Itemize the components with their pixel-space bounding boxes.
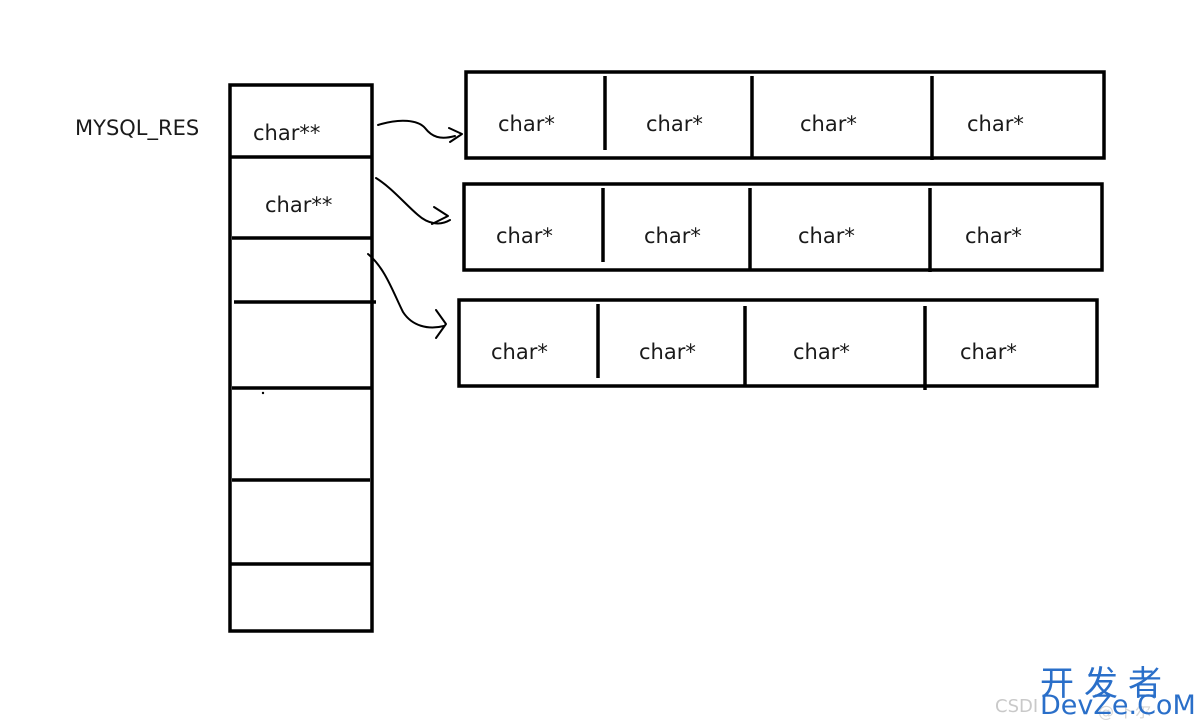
pointer-array-border xyxy=(228,83,374,633)
stray-dot xyxy=(261,391,265,395)
arrow-row-2 xyxy=(375,177,451,225)
row-cell-label: char* xyxy=(644,224,701,248)
row-cell-label: char* xyxy=(967,112,1024,136)
row-cell-label: char* xyxy=(800,112,857,136)
pointer-cell-label: char** xyxy=(265,193,332,217)
row-array xyxy=(462,182,1104,272)
arrowhead-row-1 xyxy=(448,127,463,143)
watermark-en: DevZe.CoM xyxy=(1040,690,1196,721)
pointer-cell-label: char** xyxy=(253,121,320,145)
row-cell-label: char* xyxy=(646,112,703,136)
pointer-arrows xyxy=(367,119,463,339)
arrow-row-3 xyxy=(367,253,445,329)
row-cell-label: char* xyxy=(965,224,1022,248)
row-cell-label: char* xyxy=(498,112,555,136)
row-cell-label: char* xyxy=(491,340,548,364)
row-cell-label: char* xyxy=(793,340,850,364)
pointer-array xyxy=(228,83,376,633)
watermark-csdn: CSDI xyxy=(995,696,1039,717)
arrowhead-row-3 xyxy=(435,309,447,339)
row-cell-label: char* xyxy=(496,224,553,248)
mysql-res-label: MYSQL_RES xyxy=(75,116,200,140)
arrow-row-1 xyxy=(377,119,456,139)
arrowhead-row-2 xyxy=(431,206,449,225)
watermark-tail: @ 卜尔 xyxy=(1098,702,1152,721)
row-cell-label: char* xyxy=(798,224,855,248)
row-array xyxy=(464,70,1106,160)
row-array xyxy=(457,298,1099,390)
row-cell-label: char* xyxy=(639,340,696,364)
row-cell-label: char* xyxy=(960,340,1017,364)
watermark-cn: 开发者 xyxy=(1040,664,1172,704)
